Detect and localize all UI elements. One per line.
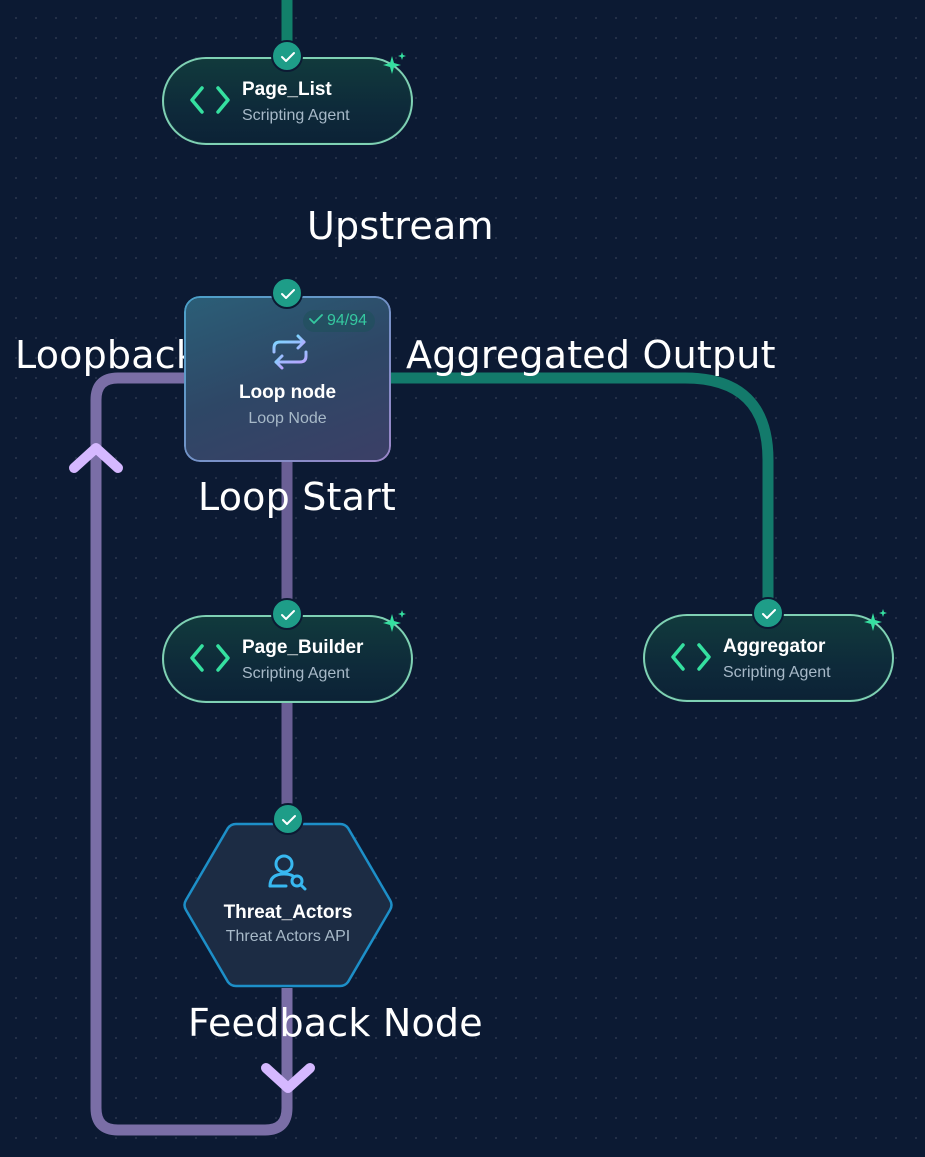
edge-label-loopback: Loopback	[15, 333, 199, 377]
edge-label-loop-start: Loop Start	[198, 475, 397, 519]
node-subtitle: Threat Actors API	[225, 928, 351, 945]
user-search-icon	[268, 852, 308, 897]
code-icon	[190, 85, 230, 120]
iteration-count-badge: 94/94	[302, 310, 375, 332]
loop-icon	[270, 332, 310, 377]
status-check-aggregator	[752, 597, 784, 629]
node-subtitle: Scripting Agent	[242, 665, 350, 682]
edge-label-upstream: Upstream	[307, 204, 494, 248]
node-title: Threat_Actors	[223, 902, 353, 923]
sparkle-icon	[383, 610, 407, 639]
sparkle-icon	[383, 52, 407, 81]
node-loop[interactable]: 94/94 Loop node Loop Node	[184, 296, 391, 462]
status-check-page-builder	[271, 598, 303, 630]
node-title: Page_Builder	[242, 637, 364, 658]
sparkle-icon	[864, 609, 888, 638]
code-icon	[190, 643, 230, 678]
node-subtitle: Loop Node	[248, 410, 327, 427]
iteration-count: 94/94	[326, 312, 367, 329]
node-subtitle: Scripting Agent	[242, 107, 350, 124]
status-check-page-list	[271, 40, 303, 72]
edge-label-feedback-node: Feedback Node	[188, 1001, 483, 1045]
code-icon	[671, 642, 711, 677]
node-title: Page_List	[242, 79, 332, 100]
status-check-loop	[271, 277, 303, 309]
node-title: Loop node	[238, 382, 337, 403]
node-threat-actors[interactable]: Threat_Actors Threat Actors API	[182, 822, 394, 988]
status-check-threat-actors	[272, 803, 304, 835]
node-subtitle: Scripting Agent	[723, 664, 831, 681]
hexagon-shape	[183, 822, 393, 988]
check-icon	[308, 314, 323, 324]
edge-loopback[interactable]	[90, 372, 293, 1136]
feedback-arrowhead-down	[261, 1063, 315, 1093]
edge-aggregated-output[interactable]	[391, 372, 774, 612]
loopback-arrowhead-up	[69, 443, 123, 473]
node-title: Aggregator	[723, 636, 826, 657]
edge-label-aggregated-output: Aggregated Output	[406, 333, 776, 377]
